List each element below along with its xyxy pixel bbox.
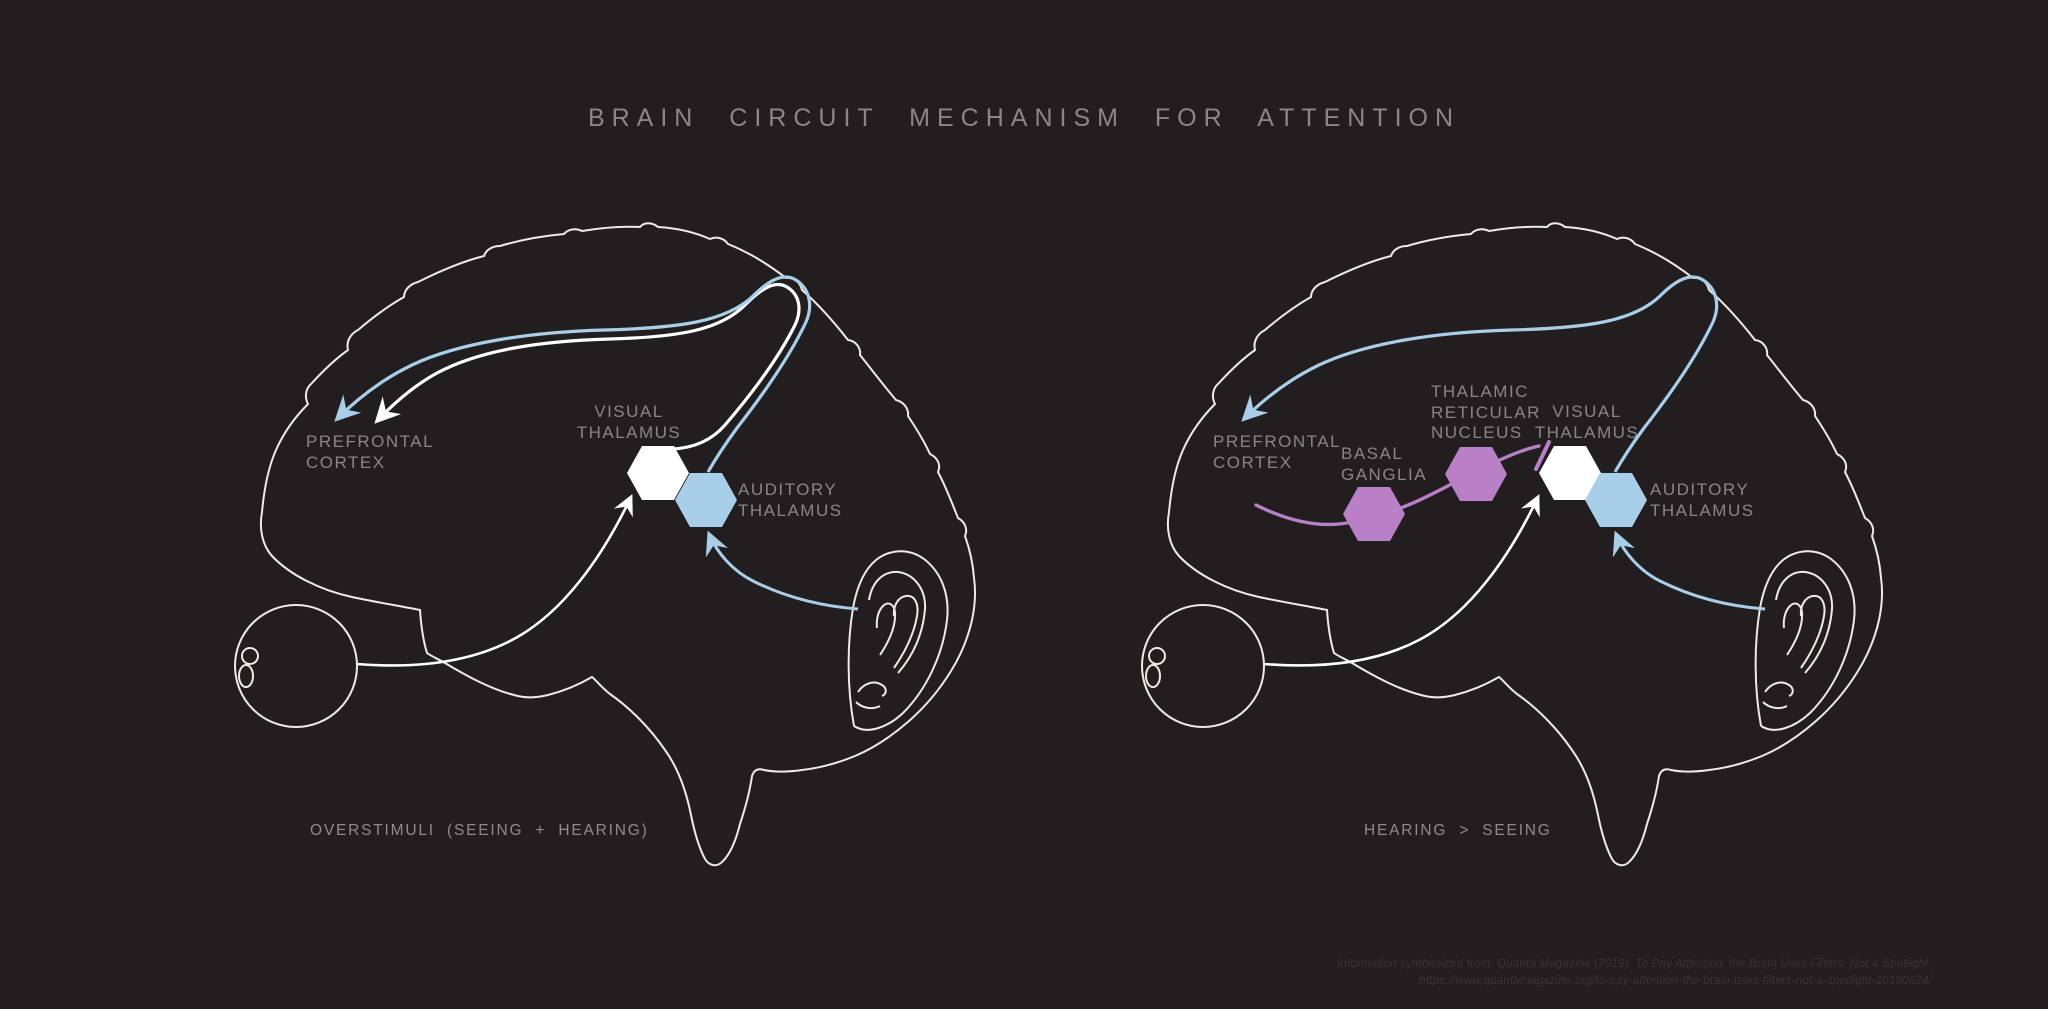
caption-overstimuli: OVERSTIMULI (SEEING + HEARING)	[310, 822, 649, 839]
label-thalamic-reticular-nucleus: THALAMIC RETICULAR NUCLEUS	[1431, 382, 1541, 443]
right-visual-pathway-arrow	[1263, 494, 1540, 667]
attribution: Information synthesized from: Quanta Mag…	[1337, 956, 1932, 991]
attribution-url: https://www.quantamagazine.org/to-pay-at…	[1419, 975, 1932, 988]
label-visual-thalamus-left: VISUAL THALAMUS	[576, 402, 682, 442]
left-visual-pathway-arrow	[356, 494, 633, 667]
node-basal-ganglia	[1343, 487, 1405, 541]
node-auditory-thalamus-right	[1585, 473, 1647, 527]
right-attention-loop-blue	[1241, 275, 1719, 473]
left-attention-loop-white	[374, 282, 801, 451]
node-auditory-thalamus-left	[675, 473, 737, 527]
node-visual-thalamus-right	[1539, 446, 1601, 500]
label-prefrontal-cortex-right: PREFRONTAL CORTEX	[1213, 432, 1342, 472]
right-auditory-pathway-arrow	[1612, 530, 1766, 611]
attribution-source-line: Information synthesized from: Quanta Mag…	[1337, 958, 1932, 970]
left-auditory-pathway-arrow	[705, 530, 859, 611]
left-attention-loop-blue	[334, 275, 812, 473]
caption-hearing-over-seeing: HEARING > SEEING	[1364, 822, 1552, 839]
label-visual-thalamus-right: VISUAL THALAMUS	[1534, 402, 1640, 442]
label-basal-ganglia: BASAL GANGLIA	[1341, 444, 1428, 484]
label-auditory-thalamus-left: AUDITORY THALAMUS	[738, 480, 843, 520]
label-auditory-thalamus-right: AUDITORY THALAMUS	[1650, 480, 1755, 520]
page-title: BRAIN CIRCUIT MECHANISM FOR ATTENTION	[587, 104, 1461, 132]
node-thalamic-reticular-nucleus	[1445, 447, 1507, 501]
inhibitory-filter-pathway	[1254, 444, 1541, 527]
inhibitory-terminal-bar	[1534, 440, 1551, 471]
label-prefrontal-cortex-left: PREFRONTAL CORTEX	[306, 432, 435, 472]
node-visual-thalamus-left	[627, 446, 689, 500]
